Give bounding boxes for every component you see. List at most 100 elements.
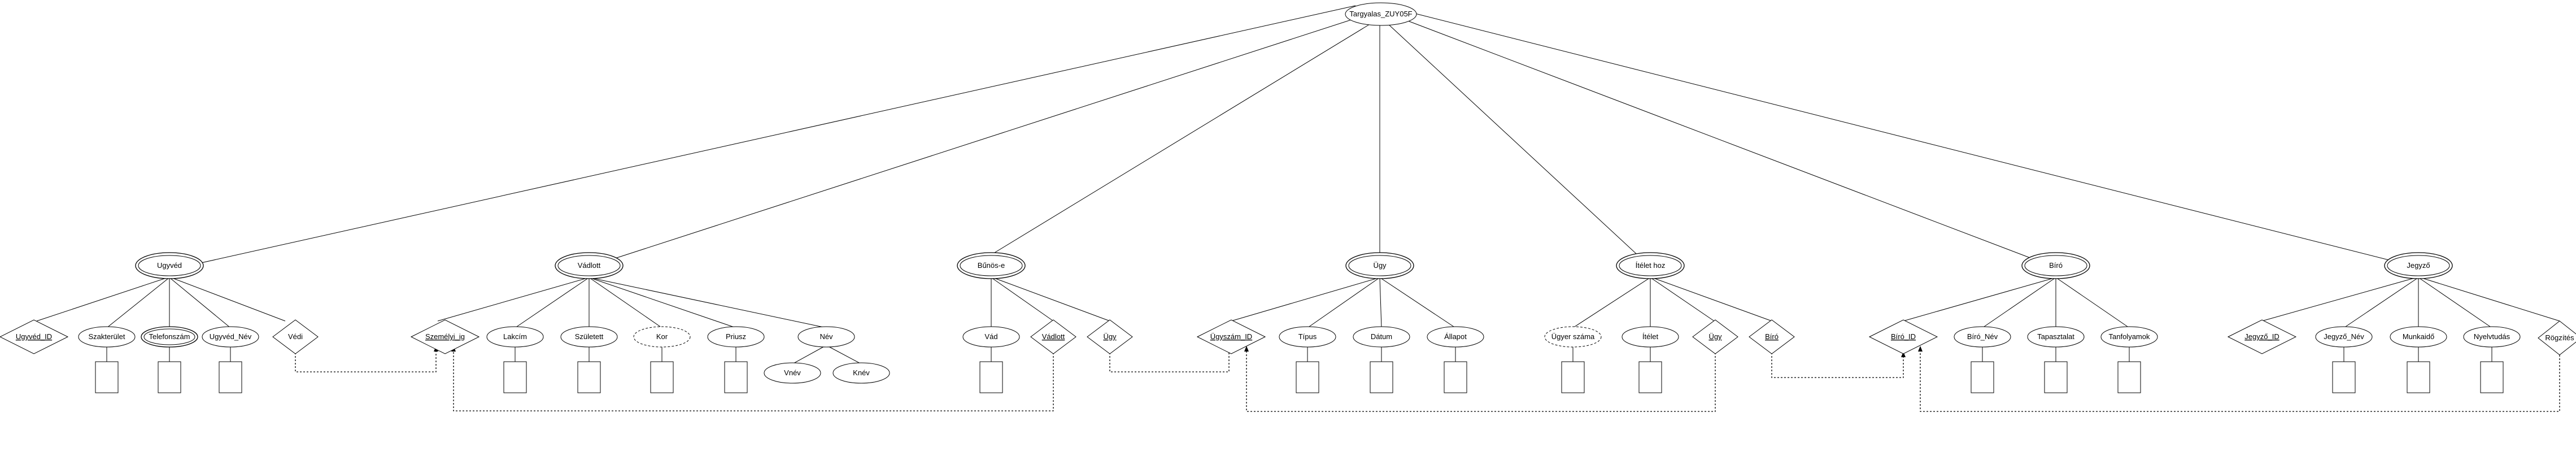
attr-label: Jegyző_Név (2324, 332, 2364, 341)
attr-nyelvtudas[interactable]: Nyelvtudás (2463, 326, 2521, 348)
ref-biro-to-biroid (1771, 346, 1904, 378)
type-box (1370, 361, 1393, 393)
attr-ugyer-szama[interactable]: Ügyer száma (1544, 326, 1602, 348)
entity-label: Bűnös-e (978, 261, 1005, 270)
attr-allapot[interactable]: Állapot (1427, 326, 1484, 348)
type-box (2332, 361, 2356, 393)
type-box (158, 361, 181, 393)
attr-kor[interactable]: Kor (633, 326, 691, 348)
attr-tanfolyamok[interactable]: Tanfolyamok (2100, 326, 2158, 348)
attr-vad[interactable]: Vád (962, 326, 1020, 348)
attr-szakterulet[interactable]: Szakterület (78, 326, 136, 348)
ref-vedi-to-szemelyi (295, 346, 437, 372)
attr-label: Munkaidő (2403, 332, 2434, 341)
attr-lakcim[interactable]: Lakcím (486, 326, 544, 348)
attr-label: Típus (1298, 332, 1317, 341)
attr-jegyzo-id[interactable]: Jegyző_ID (2227, 319, 2297, 354)
attr-szemelyi-ig[interactable]: Személyi_ig (410, 319, 480, 354)
attr-label: Név (820, 332, 833, 341)
entity-label: Ítélet hoz (1636, 261, 1666, 270)
attr-nev[interactable]: Név (797, 326, 855, 348)
attr-szuletett[interactable]: Született (560, 326, 618, 348)
attr-label: Lakcím (503, 332, 527, 341)
attr-label: Knév (853, 368, 870, 377)
attr-knev[interactable]: Knév (832, 362, 890, 384)
attr-label: Nyelvtudás (2474, 332, 2510, 341)
attr-label: Ügyer száma (1551, 332, 1595, 341)
ref-vadlott-to-szemelyi (453, 346, 1054, 411)
attr-tapasztalat[interactable]: Tapasztalat (2027, 326, 2085, 348)
type-boxes (95, 361, 2504, 393)
root-connectors (183, 5, 2416, 267)
attr-label: Tanfolyamok (2109, 332, 2150, 341)
type-box (979, 361, 1003, 393)
attr-label: Rögzítés (2545, 333, 2574, 342)
type-box (577, 361, 601, 393)
attr-label: Vádlott (1042, 332, 1065, 341)
attr-label: Bíró_ID (1891, 332, 1916, 341)
attr-ugy-ref-2[interactable]: Ügy (1692, 319, 1738, 354)
type-box (1444, 361, 1467, 393)
attr-label: Vád (984, 332, 997, 341)
type-box (2117, 361, 2141, 393)
reference-connectors (295, 346, 2560, 412)
entity-label: Bíró (2049, 261, 2063, 270)
entity-label: Ügy (1373, 261, 1387, 270)
ref-ugy-to-ugyszam (1109, 346, 1230, 372)
attr-label: Ítélet (1642, 332, 1659, 341)
attr-label: Védi (288, 332, 303, 341)
entity-biro[interactable]: Bíró (2021, 252, 2090, 279)
root-entity[interactable]: Targyalas_ZUY05F (1345, 2, 1417, 26)
attr-label: Bíró (1765, 332, 1779, 341)
entity-bunos[interactable]: Bűnös-e (957, 252, 1026, 279)
attr-priusz[interactable]: Priusz (707, 326, 765, 348)
attr-label: Kor (656, 332, 668, 341)
attr-rogzites[interactable]: Rögzítés (2538, 320, 2576, 355)
attr-ugy-ref[interactable]: Ügy (1087, 319, 1133, 354)
attr-biro-ref[interactable]: Bíró (1749, 319, 1795, 354)
attr-ugyszam-id[interactable]: Ügyszám_ID (1196, 319, 1266, 354)
entity-ugy[interactable]: Ügy (1345, 252, 1414, 279)
attr-munkaido[interactable]: Munkaidő (2390, 326, 2447, 348)
reference-arrowheads (434, 346, 1923, 357)
type-box (724, 361, 748, 393)
type-box (2480, 361, 2504, 393)
entity-label: Jegyző (2407, 261, 2430, 270)
attr-vedi[interactable]: Védi (272, 319, 319, 354)
entity-itelet-hoz[interactable]: Ítélet hoz (1616, 252, 1685, 279)
attr-jegyzo-nev[interactable]: Jegyző_Név (2315, 326, 2373, 348)
type-box (219, 361, 242, 393)
attr-vnev[interactable]: Vnév (764, 362, 821, 384)
attr-biro-id[interactable]: Bíró_ID (1868, 319, 1938, 354)
attr-label: Állapot (1444, 332, 1467, 341)
ref-rogzites-to-biroid (1920, 352, 2560, 412)
attr-label: Ugyvéd_ID (16, 332, 52, 341)
attr-telefonszam[interactable]: Telefonszám (141, 326, 198, 348)
attr-label: Ügy (1103, 332, 1117, 341)
entity-jegyzo[interactable]: Jegyző (2384, 252, 2453, 279)
attr-tipus[interactable]: Típus (1279, 326, 1336, 348)
attr-itelet[interactable]: Ítélet (1622, 326, 1679, 348)
entity-ugyved[interactable]: Ugyvéd (135, 252, 204, 279)
attribute-connectors (36, 276, 2560, 365)
attr-label: Ügyszám_ID (1210, 332, 1252, 341)
attr-label: Ügy (1708, 332, 1722, 341)
type-box (1638, 361, 1662, 393)
attr-label: Bíró_Név (1967, 332, 1998, 341)
attr-label: Priusz (726, 332, 746, 341)
attr-label: Telefonszám (149, 332, 190, 341)
attr-ugyved-nev[interactable]: Ugyvéd_Név (202, 326, 259, 348)
attr-label: Vnév (784, 368, 801, 377)
attr-vadlott-ref[interactable]: Vádlott (1030, 319, 1076, 354)
type-box (503, 361, 527, 393)
attr-datum[interactable]: Dátum (1353, 326, 1410, 348)
entity-vadlott[interactable]: Vádlott (555, 252, 624, 279)
ref-ugy2-to-ugyszam (1246, 346, 1716, 412)
attr-ugyved-id[interactable]: Ugyvéd_ID (0, 319, 69, 354)
attr-biro-nev[interactable]: Bíró_Név (1954, 326, 2011, 348)
attr-label: Ugyvéd_Név (210, 332, 252, 341)
attr-label: Jegyző_ID (2244, 332, 2279, 341)
attr-label: Dátum (1371, 332, 1392, 341)
